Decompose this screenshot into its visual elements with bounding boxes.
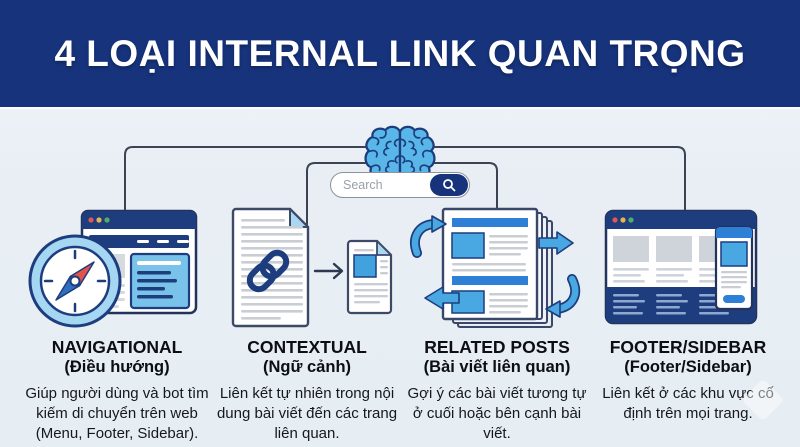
column-description: Giúp người dùng và bot tìm kiếm di chuyể… [25,385,209,442]
column-navigational: NAVIGATIONAL (Điều hướng) Giúp người dùn… [22,205,212,444]
magnifier-icon [443,179,456,192]
column-subtitle: (Bài viết liên quan) [423,357,571,376]
document-link-icon [231,207,392,328]
column-subtitle: (Footer/Sidebar) [624,357,752,376]
column-subtitle: (Điều hướng) [64,357,170,376]
column-title: RELATED POSTS [424,337,570,357]
search-input [331,178,430,192]
column-title: FOOTER/SIDEBAR [609,337,767,357]
compass-browser-icon [28,209,197,328]
column-description: Gợi ý các bài viết tương tự ở cuối hoặc … [407,385,587,442]
column-description: Liên kết ở các khu vực cố định trên mọi … [602,385,774,422]
header-banner: 4 LOẠI INTERNAL LINK QUAN TRỌNG [0,0,800,107]
column-footer-sidebar: FOOTER/SIDEBAR (Footer/Sidebar) Liên kết… [593,205,783,424]
page-title: 4 LOẠI INTERNAL LINK QUAN TRỌNG [54,32,746,74]
column-related-posts: RELATED POSTS (Bài viết liên quan) Gợi ý… [402,205,592,444]
stacked-articles-icon [409,207,580,328]
webpage-footer-sidebar-icon [604,209,757,325]
search-bar [330,172,470,198]
column-subtitle: (Ngữ cảnh) [262,357,352,376]
search-button [430,174,468,196]
column-description: Liên kết tự nhiên trong nội dung bài viế… [216,385,398,442]
column-contextual: CONTEXTUAL (Ngữ cảnh) Liên kết tự nhiên … [212,205,402,444]
column-title: NAVIGATIONAL [51,337,183,357]
column-title: CONTEXTUAL [247,337,367,357]
